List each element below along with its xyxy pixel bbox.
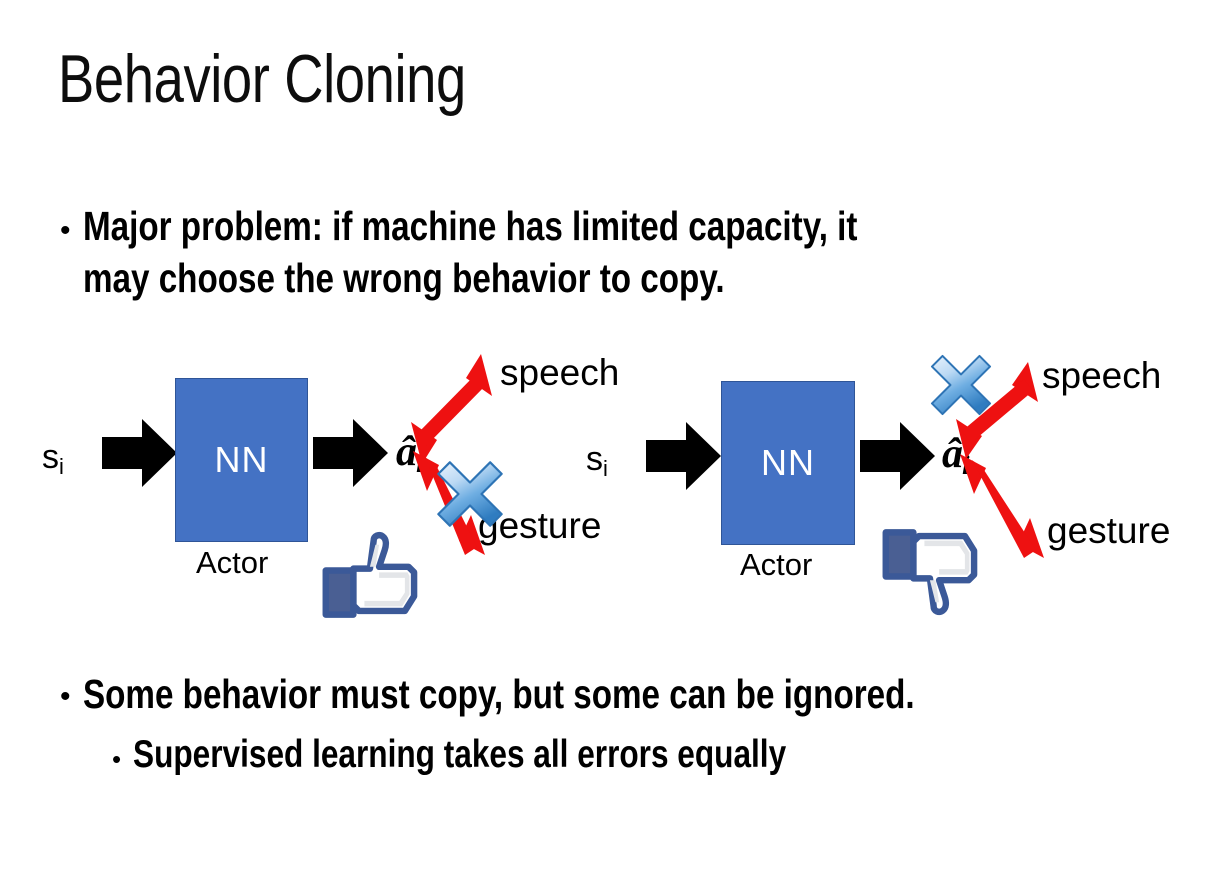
actor-caption-left: Actor	[196, 545, 269, 580]
input-arrow-right	[646, 420, 721, 492]
actor-caption-right: Actor	[740, 547, 813, 582]
bullet-text-3: Supervised learning takes all errors equ…	[133, 733, 787, 776]
nn-box-left: NN	[175, 378, 308, 542]
branch-label-speech-left: speech	[500, 352, 620, 393]
cross-out-icon-speech-right	[928, 352, 994, 418]
a-hat-symbol: â	[396, 429, 417, 475]
input-state-label-right: si	[586, 440, 608, 481]
bullet-marker-icon: •	[60, 214, 71, 247]
nn-box-label: NN	[214, 439, 269, 480]
bullet-text-1: Major problem: if machine has limited ca…	[82, 203, 857, 302]
bullet-text-2: Some behavior must copy, but some can be…	[82, 671, 915, 717]
input-state-label-left: si	[42, 438, 64, 479]
input-arrow-left	[102, 417, 177, 489]
page-title: Behavior Cloning	[58, 41, 466, 117]
branch-arrow-gesture-right	[952, 448, 1057, 563]
bullet-marker-icon: •	[60, 680, 71, 713]
output-arrow-right	[860, 420, 935, 492]
bullet-item-1: • Major problem: if machine has limited …	[60, 200, 1180, 305]
diagram-right: si NN Actor âi	[560, 330, 1210, 650]
branch-label-speech-right: speech	[1042, 355, 1162, 396]
thumbs-up-icon	[318, 530, 420, 622]
diagram-left: si NN Actor âi	[0, 330, 620, 650]
a-hat-symbol: â	[942, 431, 963, 477]
branch-label-gesture-right: gesture	[1047, 510, 1171, 551]
output-arrow-left	[313, 417, 388, 489]
sub-bullet-marker-icon: •	[112, 744, 122, 774]
branch-arrow-speech-right	[952, 358, 1040, 463]
nn-box-right: NN	[721, 381, 855, 545]
thumbs-down-icon	[878, 525, 980, 617]
bullet-item-3: • Supervised learning takes all errors e…	[112, 730, 1192, 780]
bullet-item-2: • Some behavior must copy, but some can …	[60, 668, 1180, 720]
nn-box-label: NN	[761, 442, 815, 483]
branch-arrow-speech-left	[408, 350, 496, 468]
cross-out-icon-gesture-left	[434, 458, 506, 530]
